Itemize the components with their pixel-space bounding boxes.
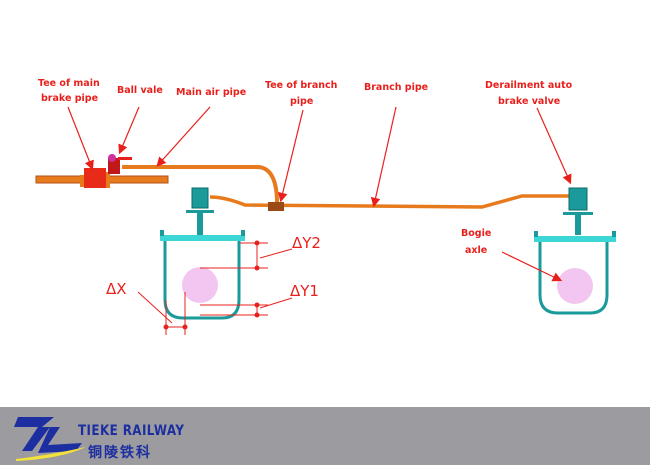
delta-y1-label: ΔY1 (290, 282, 319, 300)
main-air-pipe (122, 165, 279, 206)
ball-valve (108, 154, 132, 174)
right-bogie-axle (557, 268, 593, 304)
dimension-lines (137, 240, 293, 335)
label-bogie-axle-2: axle (465, 245, 487, 256)
label-bogie-axle-1: Bogie (461, 228, 491, 239)
label-tee-of-main-brake-pipe-2: brake pipe (41, 93, 98, 104)
tee-of-branch-pipe (268, 202, 284, 211)
delta-y2-label: ΔY2 (292, 234, 321, 252)
label-ball-valve: Ball vale (117, 85, 163, 96)
left-derailment-valve (186, 187, 214, 235)
label-main-air-pipe: Main air pipe (176, 87, 246, 98)
callout-arrows (67, 106, 572, 282)
brand-name-chinese: 铜陵铁科 (88, 445, 152, 461)
branch-pipe (209, 194, 570, 209)
brand-name-english: TIEKE RAILWAY (78, 423, 185, 439)
right-derailment-valve (563, 187, 593, 235)
label-derailment-valve-1: Derailment auto (485, 80, 573, 91)
label-tee-of-main-brake-pipe-1: Tee of main (38, 78, 100, 89)
footer-banner: TIEKE RAILWAY 铜陵铁科 (0, 407, 650, 465)
label-tee-of-branch-pipe-1: Tee of branch (265, 80, 338, 91)
tee-of-main-brake-pipe (80, 168, 110, 188)
left-bogie-axle (182, 267, 218, 303)
tieke-logo (14, 417, 86, 461)
delta-x-label: ΔX (106, 280, 127, 298)
label-derailment-valve-2: brake valve (498, 96, 560, 107)
label-branch-pipe: Branch pipe (364, 82, 428, 93)
label-tee-of-branch-pipe-2: pipe (290, 96, 313, 107)
right-bogie-bracket (534, 231, 616, 315)
